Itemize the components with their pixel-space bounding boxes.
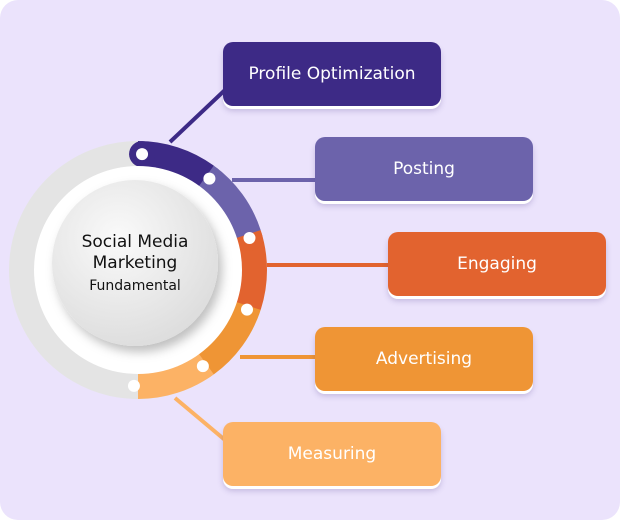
step-box-posting: Posting [315,137,533,201]
step-box-advertising: Advertising [315,327,533,391]
ring-dot [136,148,149,161]
step-label: Advertising [375,349,473,369]
connector-line [168,88,227,144]
center-line-2: Marketing [92,253,178,273]
connector-line [173,396,227,442]
center-line-3: Fundamental [89,278,181,294]
center-line-1: Social Media [81,232,189,252]
ring-dot [127,379,140,392]
center-disc [52,180,218,346]
step-label: Profile Optimization [248,64,416,84]
ring-dot [196,360,209,373]
ring-dot [243,232,256,245]
center-title: Social Media Marketing Fundamental [52,180,218,346]
step-box-engaging: Engaging [388,232,606,296]
step-box-profile-optimization: Profile Optimization [223,42,441,106]
step-label: Posting [393,159,455,179]
ring-dot [241,303,254,316]
step-box-measuring: Measuring [223,422,441,486]
step-label: Engaging [457,254,537,274]
step-label: Measuring [287,444,377,464]
ring-dot [203,172,216,185]
